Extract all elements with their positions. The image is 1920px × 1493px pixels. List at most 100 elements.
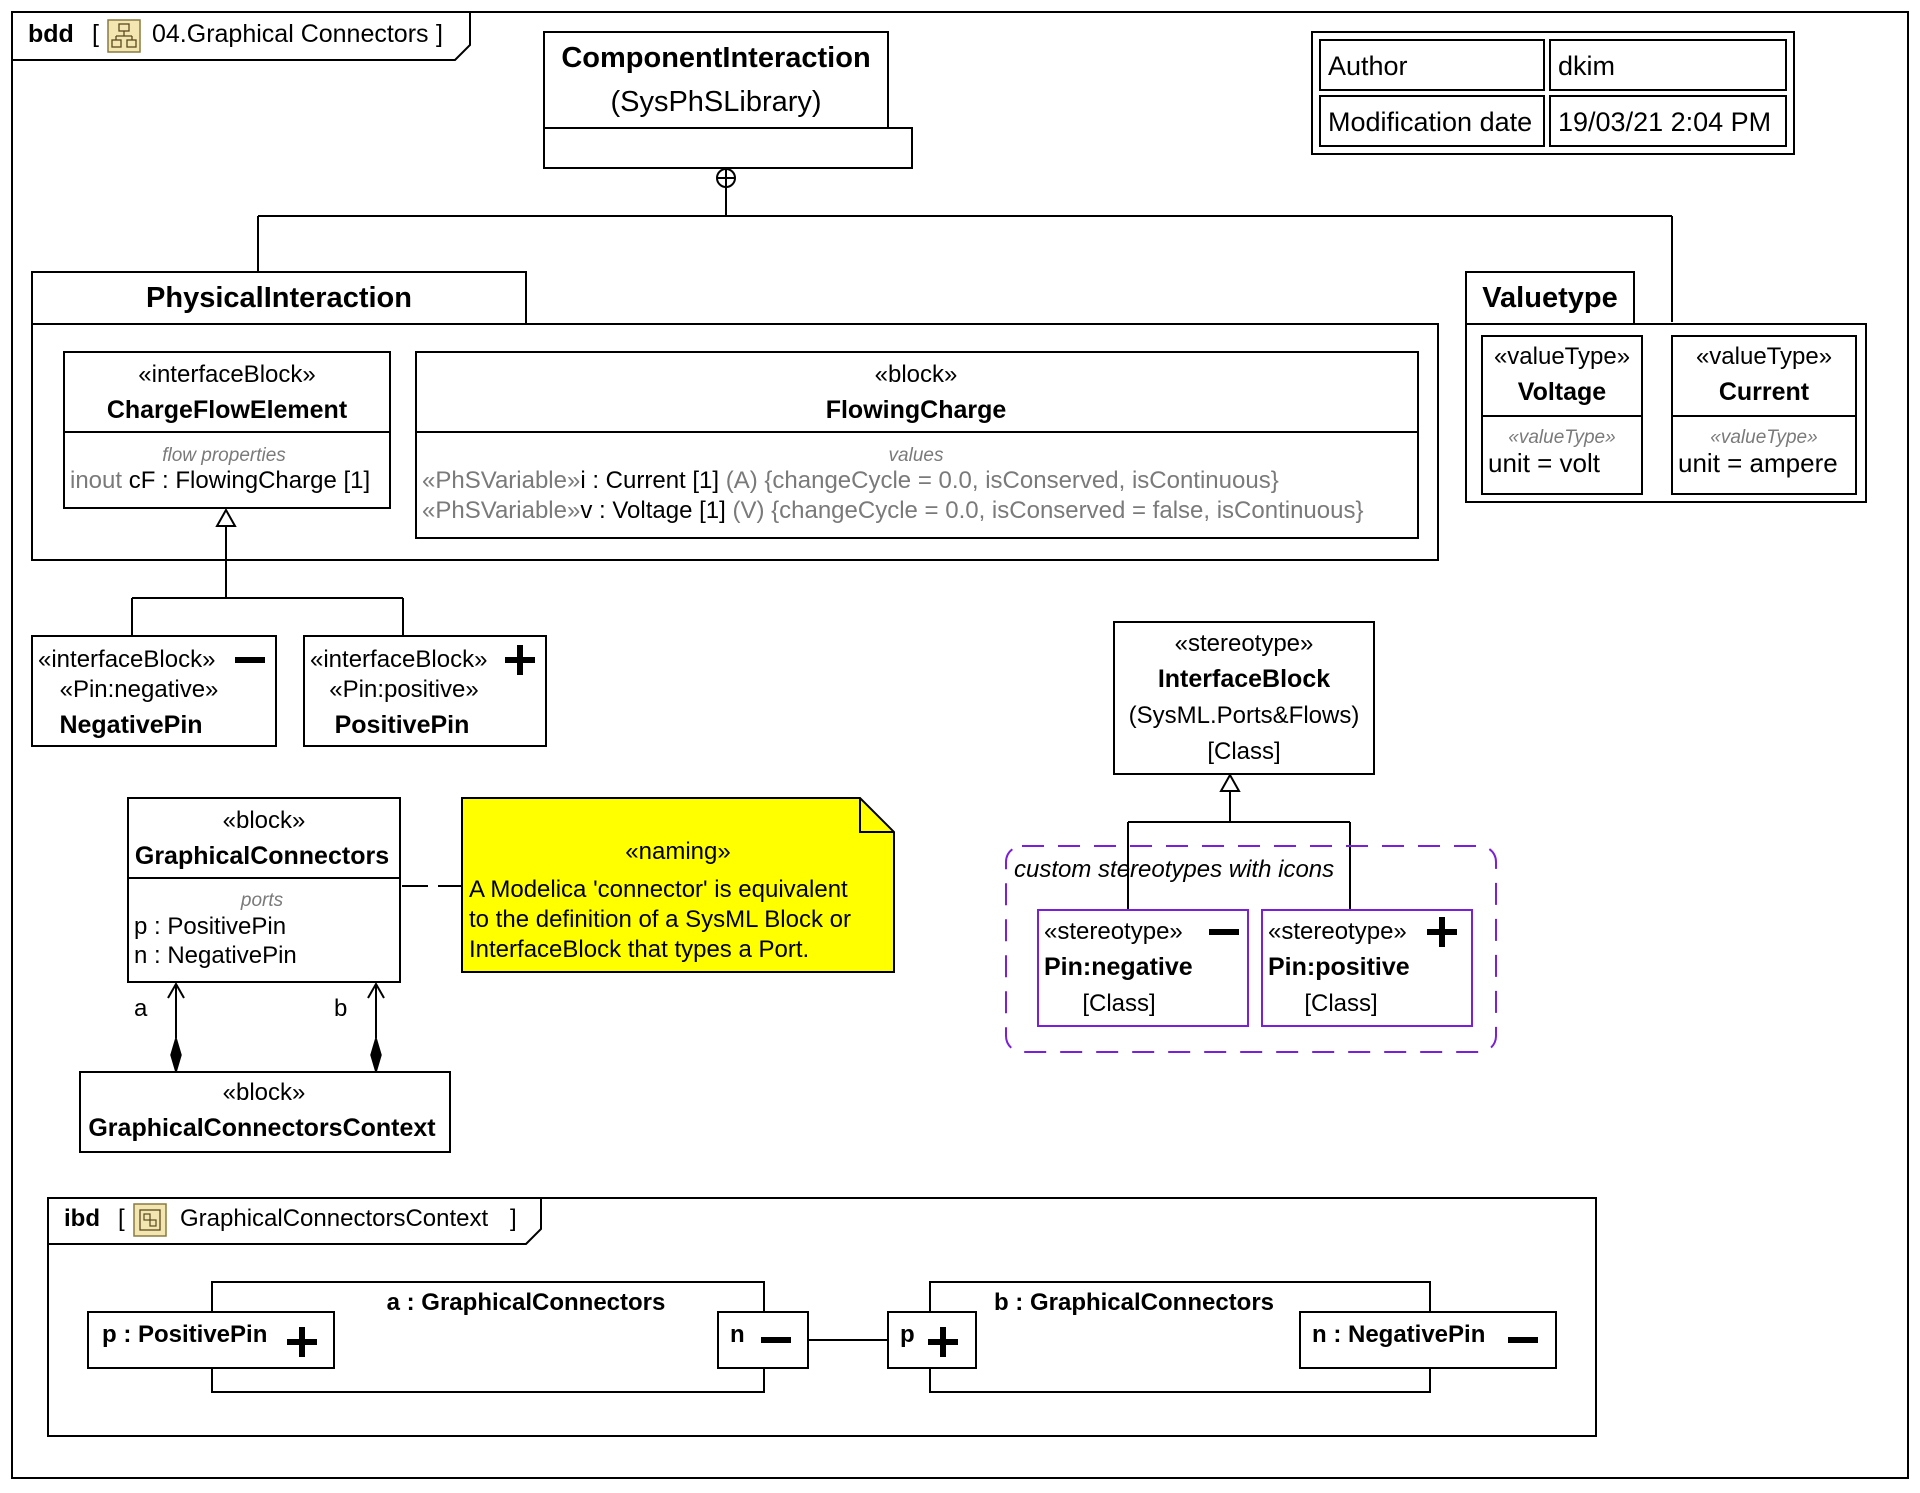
- svg-text:ports: ports: [240, 890, 284, 911]
- info-value-modification-date: 19/03/21 2:04 PM: [1558, 107, 1771, 137]
- component-interaction-tab[interactable]: [543, 31, 889, 129]
- minus-icon: [1209, 929, 1239, 935]
- property-type: : FlowingCharge [1]: [155, 467, 370, 494]
- svg-text:«valueType»: «valueType»: [1696, 343, 1832, 370]
- frame-bracket-close: ]: [436, 20, 443, 48]
- svg-text:[Class]: [Class]: [1207, 738, 1280, 765]
- flowing-charge-name: FlowingCharge: [826, 396, 1007, 424]
- svg-text:«interfaceBlock»: «interfaceBlock»: [310, 646, 487, 673]
- svg-text:n : NegativePin: n : NegativePin: [1312, 1321, 1485, 1348]
- component-interaction-name: ComponentInteraction: [561, 42, 870, 74]
- graphical-connectors-name: GraphicalConnectors: [135, 842, 389, 870]
- flowing-charge-section: values: [889, 445, 944, 466]
- note-line-2: to the definition of a SysML Block or: [469, 906, 851, 933]
- flowing-charge-value-v: «PhSVariable»v : Voltage [1] (V) {change…: [422, 497, 1363, 524]
- voltage-unit: unit = volt: [1488, 448, 1601, 478]
- current-name: Current: [1719, 378, 1810, 406]
- voltage-name: Voltage: [1518, 378, 1607, 406]
- svg-text:(SysML.Ports&Flows): (SysML.Ports&Flows): [1129, 702, 1360, 729]
- part-a-port-n[interactable]: n: [717, 1311, 809, 1369]
- info-table: Author dkim Modification date 19/03/21 2…: [1311, 31, 1795, 155]
- note-stereotype: «naming»: [625, 838, 730, 865]
- charge-flow-element-property: inout cF : FlowingCharge [1]: [70, 467, 370, 494]
- minus-icon: [1508, 1337, 1538, 1343]
- pin-negative-stereotype[interactable]: «stereotype» Pin:negative [Class]: [1037, 909, 1249, 1027]
- frame-kind: bdd: [28, 20, 74, 48]
- naming-note[interactable]: «naming» A Modelica 'connector' is equiv…: [461, 797, 895, 973]
- negative-pin-name: NegativePin: [59, 711, 202, 739]
- plus-icon: [928, 1327, 958, 1357]
- interface-block-stereotype[interactable]: «stereotype» InterfaceBlock (SysML.Ports…: [1113, 621, 1375, 775]
- minus-icon: [235, 657, 265, 663]
- pin-negative-name: Pin:negative: [1044, 953, 1193, 981]
- flowing-charge-stereotype: «block»: [875, 361, 958, 388]
- generalization-pins: [131, 507, 404, 636]
- flowing-charge-value-i: «PhSVariable»i : Current [1] (A) {change…: [422, 467, 1279, 494]
- current-unit: unit = ampere: [1678, 448, 1838, 478]
- positive-pin-block[interactable]: «interfaceBlock» «Pin:positive» Positive…: [303, 635, 547, 747]
- property-name: cF: [129, 467, 156, 494]
- svg-text:«interfaceBlock»: «interfaceBlock»: [38, 646, 215, 673]
- charge-flow-element-name: ChargeFlowElement: [107, 396, 348, 424]
- svg-text:«valueType»: «valueType»: [1710, 427, 1817, 448]
- frame-name: 04.Graphical Connectors: [152, 20, 429, 48]
- svg-text:«stereotype»: «stereotype»: [1044, 918, 1183, 945]
- current-valuetype[interactable]: «valueType» Current «valueType» unit = a…: [1671, 335, 1857, 495]
- plus-icon: [1427, 917, 1457, 947]
- info-key-modification-date: Modification date: [1328, 107, 1532, 137]
- context-block-name: GraphicalConnectorsContext: [88, 1114, 436, 1142]
- association-end-b: b: [334, 995, 347, 1022]
- diagram-frame: [11, 11, 1909, 1479]
- svg-text:«stereotype»: «stereotype»: [1175, 630, 1314, 657]
- svg-text:«Pin:negative»: «Pin:negative»: [60, 676, 219, 703]
- ibd-bracket-close: ]: [510, 1205, 517, 1232]
- svg-text:p: p: [900, 1321, 915, 1348]
- part-a-port-p[interactable]: p : PositivePin: [87, 1311, 335, 1369]
- valuetype-title: Valuetype: [1482, 282, 1617, 314]
- flowing-charge-block[interactable]: «block» FlowingCharge values «PhSVariabl…: [415, 351, 1419, 539]
- part-b-port-n[interactable]: n : NegativePin: [1299, 1311, 1557, 1369]
- ibd-bracket-open: [: [118, 1205, 125, 1232]
- plus-icon: [287, 1327, 317, 1357]
- interface-block-name: InterfaceBlock: [1158, 665, 1330, 693]
- property-direction: inout: [70, 467, 122, 494]
- graphical-connectors-block[interactable]: «block» GraphicalConnectors ports p : Po…: [127, 797, 401, 983]
- charge-flow-element-section: flow properties: [162, 445, 286, 466]
- svg-text:«block»: «block»: [223, 807, 306, 834]
- part-b-name: b : GraphicalConnectors: [994, 1289, 1274, 1316]
- ibd-name: GraphicalConnectorsContext: [180, 1205, 488, 1232]
- negative-pin-block[interactable]: «interfaceBlock» «Pin:negative» Negative…: [31, 635, 277, 747]
- svg-text:[Class]: [Class]: [1304, 990, 1377, 1017]
- svg-text:«valueType»: «valueType»: [1494, 343, 1630, 370]
- charge-flow-element-stereotype: «interfaceBlock»: [138, 361, 315, 388]
- svg-text:«stereotype»: «stereotype»: [1268, 918, 1407, 945]
- diagram-icon: [133, 1203, 167, 1237]
- svg-text:n: n: [730, 1321, 745, 1348]
- part-b-port-p[interactable]: p: [887, 1311, 977, 1369]
- diagram-icon: [107, 19, 141, 53]
- note-line-1: A Modelica 'connector' is equivalent: [469, 876, 848, 903]
- ibd-kind: ibd: [64, 1205, 100, 1232]
- voltage-valuetype[interactable]: «valueType» Voltage «valueType» unit = v…: [1481, 335, 1643, 495]
- info-value-author: dkim: [1558, 51, 1615, 81]
- note-line-3: InterfaceBlock that types a Port.: [469, 936, 809, 963]
- component-interaction-body[interactable]: [543, 127, 913, 169]
- svg-text:«valueType»: «valueType»: [1508, 427, 1615, 448]
- association-end-a: a: [134, 995, 148, 1022]
- info-key-author: Author: [1328, 51, 1408, 81]
- pin-positive-stereotype[interactable]: «stereotype» Pin:positive [Class]: [1261, 909, 1473, 1027]
- charge-flow-element-block[interactable]: «interfaceBlock» ChargeFlowElement flow …: [63, 351, 391, 509]
- frame-bracket-open: [: [92, 20, 99, 48]
- component-interaction-owner: (SysPhSLibrary): [610, 86, 821, 118]
- frame-tab: [12, 12, 471, 61]
- composition-associations: [167, 981, 385, 1075]
- custom-stereotypes-group: custom stereotypes with icons: [1005, 845, 1497, 1053]
- port-p: p : PositivePin: [134, 913, 286, 940]
- containment-connector: [257, 168, 1673, 322]
- generalization-stereotypes: [1127, 772, 1351, 910]
- svg-text:[Class]: [Class]: [1082, 990, 1155, 1017]
- custom-stereotypes-label: custom stereotypes with icons: [1014, 856, 1334, 883]
- graphical-connectors-context-block[interactable]: «block» GraphicalConnectorsContext: [79, 1071, 451, 1153]
